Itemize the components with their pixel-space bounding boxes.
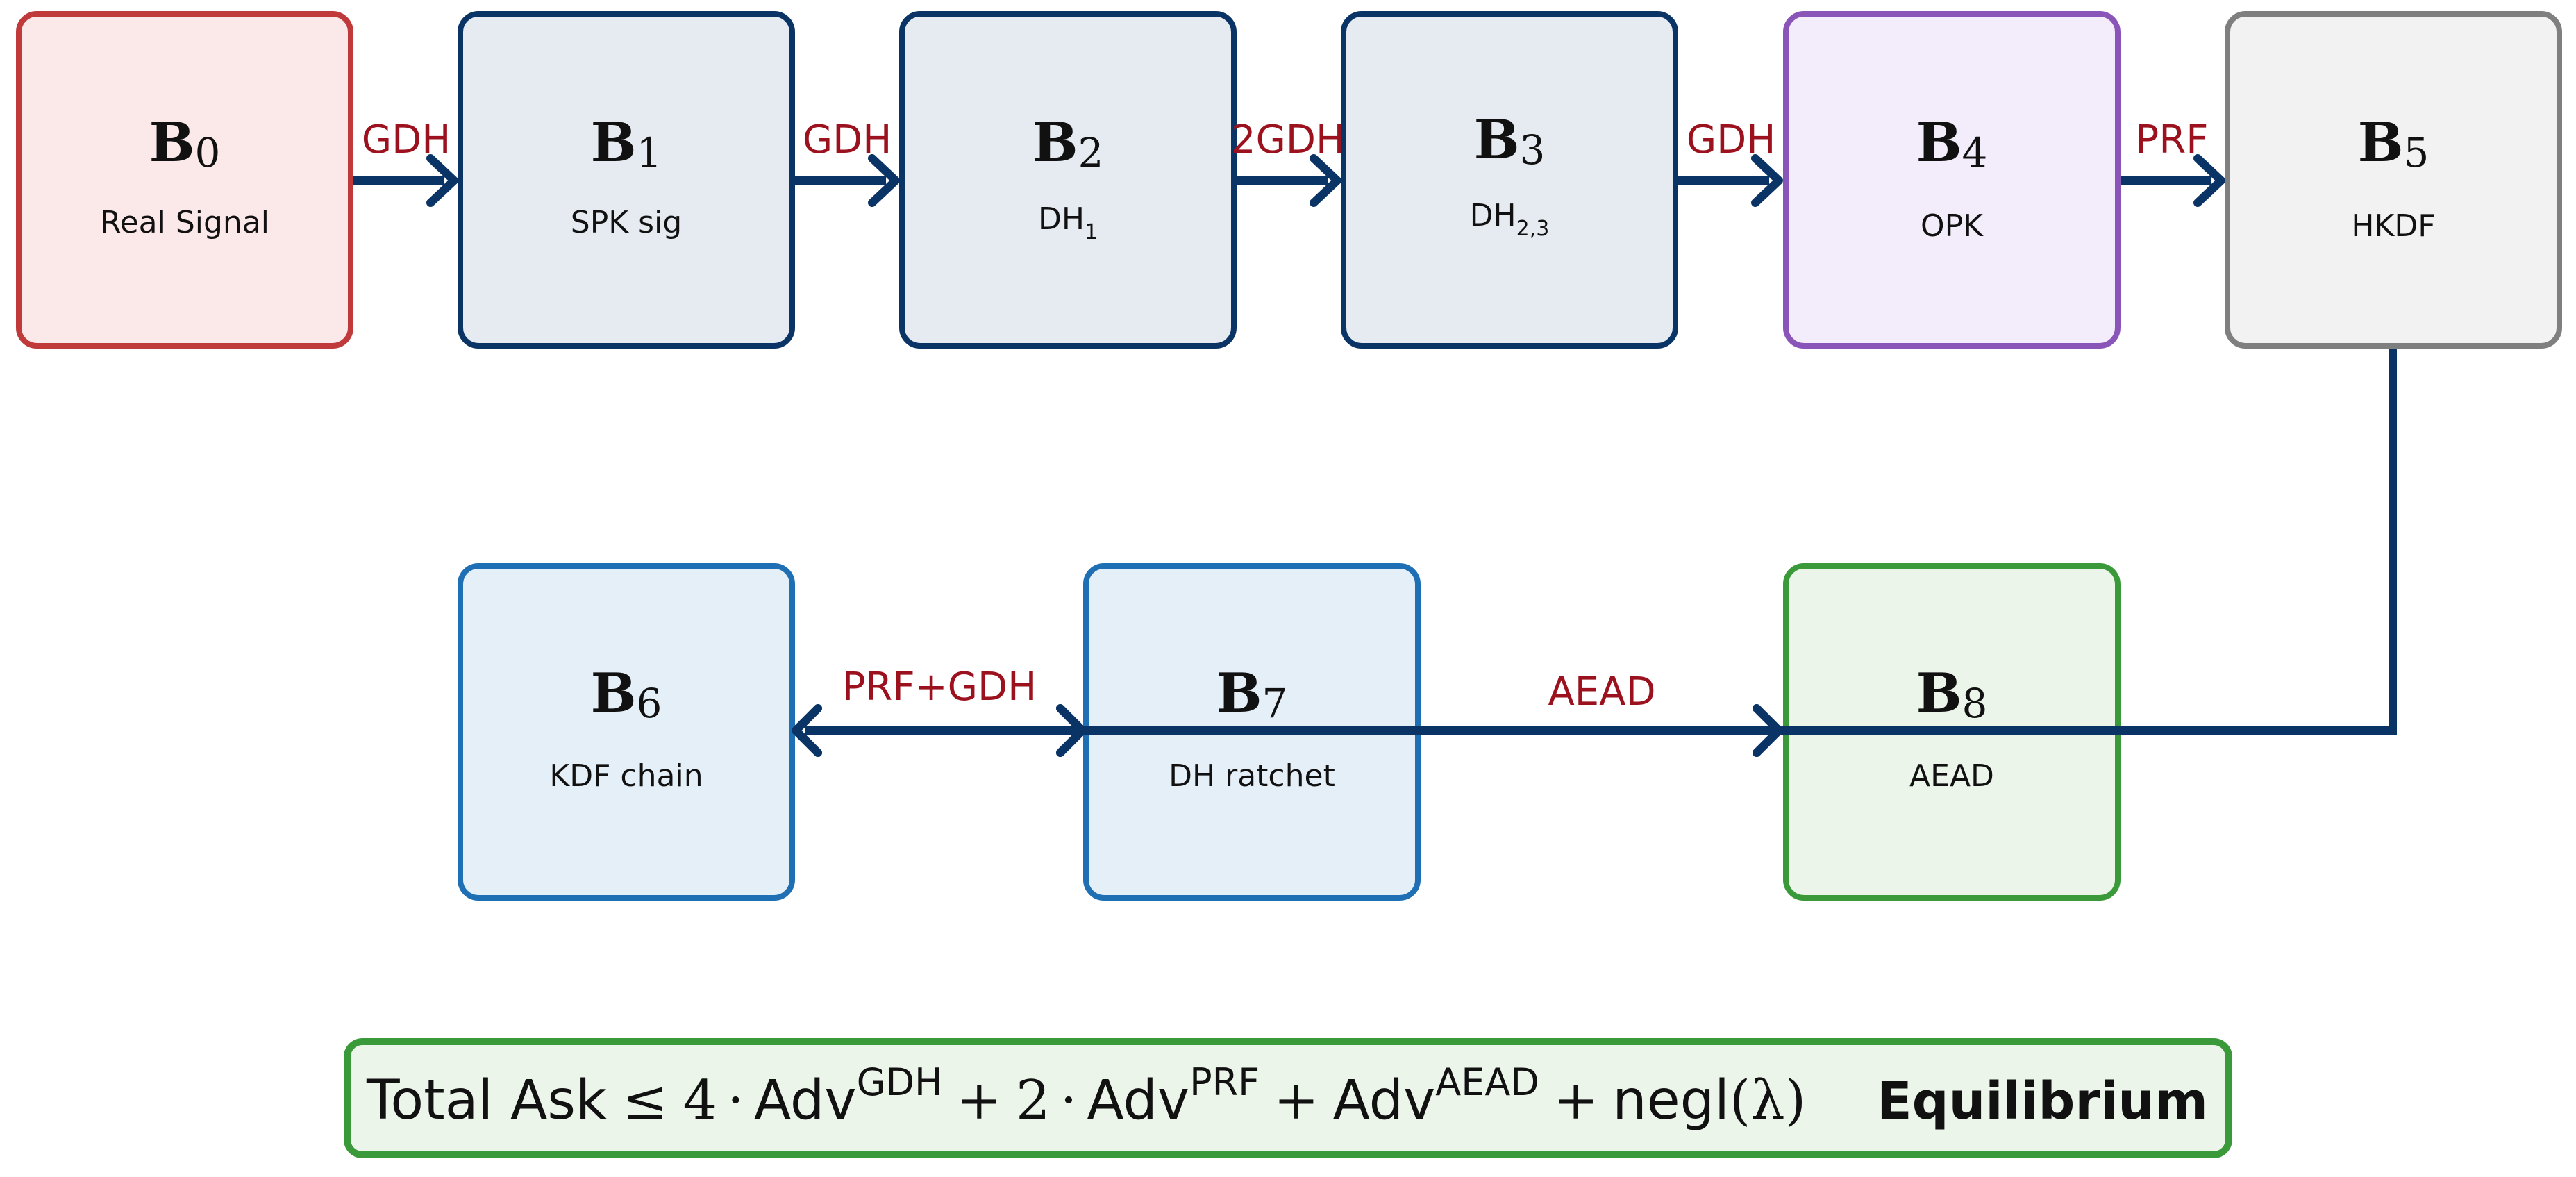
edge-label-b7-b6: PRF+GDH: [842, 665, 1037, 710]
block-b0-caption: Real Signal: [100, 205, 269, 240]
block-b3-caption: DH2,3: [1470, 198, 1550, 241]
block-b5-title: B5: [2358, 111, 2429, 176]
block-b5-frame: [2225, 11, 2562, 349]
block-b3: B3 DH2,3: [1341, 11, 1678, 349]
block-b1: B1 SPK sig: [458, 11, 795, 349]
block-b7-title: B7: [1216, 662, 1288, 727]
arrowhead-into-b8-top: [1753, 704, 1783, 757]
block-b4-frame: [1783, 11, 2121, 349]
block-b1-caption: SPK sig: [571, 205, 682, 240]
summary-frame: [344, 1038, 2232, 1158]
block-b7-caption: DH ratchet: [1169, 758, 1335, 794]
block-b5: B5 HKDF: [2225, 11, 2562, 349]
block-b0: B0 Real Signal: [16, 11, 353, 349]
edge-label-b8-b7: AEAD: [1548, 669, 1655, 715]
block-b4-caption: OPK: [1921, 208, 1984, 244]
edge-labels-layer: GDH GDH 2GDH GDH PRF AEAD PRF+GDH: [362, 117, 2209, 715]
block-b1-frame: [458, 11, 795, 349]
block-b2-caption: DH1: [1038, 201, 1098, 244]
edge-label-b0-b1: GDH: [362, 117, 451, 162]
block-b4: B4 OPK: [1783, 11, 2121, 349]
arrowhead-into-b7-top: [1056, 704, 1087, 757]
block-b0-frame: [16, 11, 353, 349]
block-b1-title: B1: [591, 111, 662, 176]
block-b3-title: B3: [1474, 108, 1546, 174]
edge-label-b3-b4: GDH: [1687, 117, 1776, 162]
edge-label-b1-b2: GDH: [803, 117, 892, 162]
overlay-connectors-layer: [792, 704, 2393, 757]
edge-label-b2-b3: 2GDH: [1231, 117, 1345, 162]
edge-label-b4-b5: PRF: [2136, 117, 2209, 162]
arrowhead-b1-b2: [868, 154, 900, 207]
block-b6-title: B6: [591, 662, 662, 727]
block-b5-caption: HKDF: [2351, 208, 2435, 244]
summary-bound-box: Total Ask≤4·AdvGDH+2·AdvPRF+AdvAEAD+negl…: [344, 1038, 2232, 1158]
block-b2-title: B2: [1032, 111, 1104, 176]
block-b2: B2 DH1: [899, 11, 1237, 349]
summary-badge-equilibrium: Equilibrium: [1877, 1071, 2208, 1131]
summary-formula: Total Ask≤4·AdvGDH+2·AdvPRF+AdvAEAD+negl…: [366, 1060, 1806, 1132]
arrowhead-b2-b3: [1310, 154, 1341, 207]
block-b6-frame: [458, 563, 795, 901]
block-b0-title: B0: [149, 111, 221, 176]
arrowhead-into-b6-top: [792, 704, 822, 757]
arrowhead-b4-b5: [2193, 154, 2225, 207]
block-b8-caption: AEAD: [1909, 758, 1994, 794]
block-b6-caption: KDF chain: [549, 758, 703, 794]
block-b2-frame: [899, 11, 1237, 349]
block-b6: B6 KDF chain: [458, 563, 795, 901]
block-b3-frame: [1341, 11, 1678, 349]
arrowhead-b0-b1: [426, 154, 458, 207]
block-b4-title: B4: [1916, 111, 1988, 176]
block-b8-title: B8: [1916, 662, 1988, 727]
arrowhead-b3-b4: [1751, 154, 1783, 207]
